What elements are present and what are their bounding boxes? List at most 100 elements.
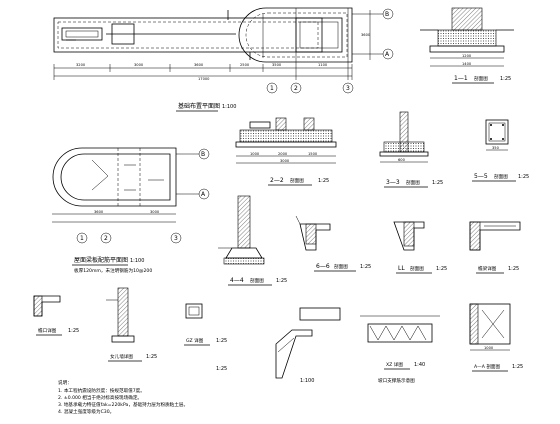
section-scale: 1:25 [360, 264, 371, 270]
foundation-plan-scale: 1:100 [222, 104, 236, 110]
roof-outline [52, 147, 177, 207]
parapet-detail: 女儿墙详图 1:25 [106, 287, 157, 362]
rebar-dot [502, 124, 504, 126]
eave-hatched [469, 221, 481, 251]
wall-hatched [451, 7, 483, 31]
foundation-rounded-inner [245, 12, 348, 58]
axis-label: A [201, 191, 206, 198]
rebar-mark [91, 159, 109, 177]
footing-mid [111, 23, 135, 45]
detail-scale: 1:40 [414, 362, 425, 368]
detail-title: XZ 详图 [386, 361, 403, 368]
column-stirrup [488, 122, 506, 142]
section-4-4: 4—4 剖面图 1:25 [218, 195, 287, 286]
section-1-1: 1200 1400 1—1 剖面图 1:25 [420, 7, 514, 84]
dim-text: 3600 [361, 33, 371, 37]
axis-label: A [385, 51, 390, 58]
section-6-6: 6—6 剖面图 1:25 [295, 215, 371, 272]
gz-section [185, 303, 203, 319]
detail-title: A—A 剖面图 [474, 363, 501, 370]
dim-text: 3500 [272, 63, 282, 67]
dim-text: 2000 [278, 152, 288, 156]
column-hatched [237, 195, 251, 249]
footing-left [61, 27, 103, 41]
section-title-suffix: 剖面图 [494, 173, 508, 180]
section-2-2: 1000 2000 1500 3000 2—2 剖面图 1:25 [235, 117, 337, 186]
detail-scale: 1:25 [508, 266, 519, 272]
dim-text: 1000 [484, 346, 494, 350]
foundation-inner [57, 21, 319, 49]
dim-text: 1000 [250, 152, 260, 156]
rebar-mark [91, 175, 109, 191]
section-title-suffix: 剖面图 [406, 179, 420, 186]
section-scale: 1:25 [500, 76, 511, 82]
section-scale: 1:25 [436, 266, 447, 272]
foundation-outline [53, 17, 323, 53]
detail-scale: 1:25 [68, 328, 79, 334]
section-title-suffix: 剖面图 [410, 265, 424, 272]
slab-detail: 檐口详图 1:25 [33, 295, 79, 336]
leader [295, 215, 301, 225]
section-3-3: 600 3—3 剖面图 1:25 [379, 111, 443, 188]
eave-detail: 檐梁详图 1:25 [469, 221, 521, 274]
foundation-pit [295, 17, 343, 53]
section-scale: 1:25 [276, 278, 287, 284]
axis-label: 3 [174, 235, 178, 242]
general-notes: 说明： 1. 本工程抗震设防烈度：按规范取值7度。 2. ±0.000 相当于绝… [58, 379, 188, 415]
detail-title: 檐梁详图 [478, 265, 497, 272]
roof-plan: 3600 3000 1 2 3 B A 屋面梁板配筋平面图 1:100 板厚12… [52, 147, 210, 274]
slab [249, 121, 271, 129]
axis-bubble [170, 232, 182, 244]
misc-scale: 1:100 [300, 378, 314, 384]
section-scale: 1:25 [518, 174, 529, 180]
axis-bubble [342, 82, 354, 94]
xz-detail: XZ 详图 1:40 坡口支撑筋示意图 [299, 307, 440, 384]
foundation-rounded-end [238, 7, 353, 63]
parapet-base [111, 335, 135, 343]
note-item: 1. 本工程抗震设防烈度：按规范取值7度。 [58, 387, 145, 394]
rebar-dot [502, 138, 504, 140]
roof-note: 板厚120mm，未注明钢筋为10@200 [74, 267, 152, 274]
dim-text: 3000 [134, 63, 144, 67]
dim-text: 1200 [462, 54, 472, 58]
axis-label: 2 [104, 235, 108, 242]
section-title: 5—5 [474, 173, 488, 180]
beam-profile [299, 223, 331, 251]
axis-label: 2 [294, 85, 298, 92]
roof-plan-scale: 1:100 [130, 258, 144, 264]
section-scale: 1:25 [432, 180, 443, 186]
dim-text: 3600 [194, 63, 204, 67]
note-item: 2. ±0.000 相当于绝对标高按现场确定。 [58, 394, 142, 401]
section-title: LL [398, 265, 405, 272]
footing-taper [225, 247, 263, 259]
gz-stirrup [188, 306, 200, 316]
dim-text-total: 17000 [198, 77, 210, 81]
footing-base [429, 45, 505, 53]
section-title: 6—6 [316, 263, 330, 270]
foundation-plan-title: 基础布置平面图 [178, 102, 220, 110]
footing-base [235, 141, 337, 148]
section-title-suffix: 剖面图 [290, 177, 304, 184]
axis-bubble [100, 232, 112, 244]
gz-detail: GZ 详图 1:25 1:25 [184, 303, 227, 372]
dim-text: 2500 [240, 63, 250, 67]
rebar-line [277, 337, 295, 353]
dim-text: 3000 [280, 159, 290, 163]
wall-hatched [275, 117, 287, 131]
axis-bubble [266, 82, 278, 94]
section-title: 4—4 [230, 277, 244, 284]
rebar-line [481, 309, 505, 339]
section-title: 1—1 [454, 75, 468, 82]
roof-plan-title: 屋面梁板配筋平面图 [74, 256, 128, 264]
section-scale: 1:25 [318, 178, 329, 184]
detail-title: 檐口详图 [38, 327, 57, 334]
parapet-hatched [117, 287, 129, 337]
axis-label: 3 [346, 85, 350, 92]
beam-hatched [305, 223, 317, 245]
misc-scale: 1:25 [216, 366, 227, 372]
ramp-profile [275, 329, 313, 379]
footing-base [223, 257, 265, 265]
dim-text: 1400 [462, 62, 472, 66]
